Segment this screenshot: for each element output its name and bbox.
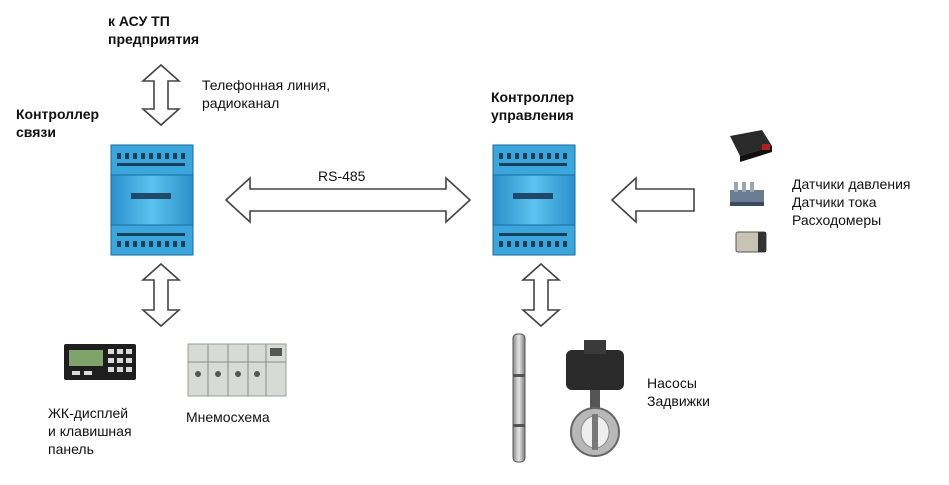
bus-label: RS-485 — [318, 168, 366, 184]
sensors-label: Датчики давления Датчики тока Расходомер… — [792, 176, 911, 228]
control-controller-label: Контроллер управления — [491, 89, 575, 123]
lcd-keypad-image — [64, 344, 136, 380]
pressure-sensor-image — [730, 130, 772, 162]
comm-controller-device — [110, 144, 194, 256]
sensor-input-arrow — [610, 176, 695, 224]
comm-controller-label: Контроллер связи — [16, 106, 100, 140]
rs485-double-arrow — [224, 176, 472, 224]
pump-image — [512, 333, 526, 463]
flowmeter-image — [735, 231, 767, 253]
top-system-label: к АСУ ТП предприятия — [108, 13, 200, 47]
current-sensor-image — [730, 182, 764, 206]
hmi-double-arrow — [140, 262, 182, 328]
actuator-double-arrow — [520, 262, 562, 328]
mimic-label: Мнемосхема — [186, 409, 270, 425]
control-controller-device — [492, 144, 576, 256]
valve-image — [566, 340, 624, 457]
mimic-panel-image — [187, 343, 287, 397]
actuators-label: Насосы Задвижки — [647, 375, 710, 409]
uplink-double-arrow — [140, 63, 182, 127]
lcd-panel-label: ЖК-дисплей и клавишная панель — [48, 405, 132, 457]
comm-link-label: Телефонная линия, радиоканал — [202, 77, 331, 111]
